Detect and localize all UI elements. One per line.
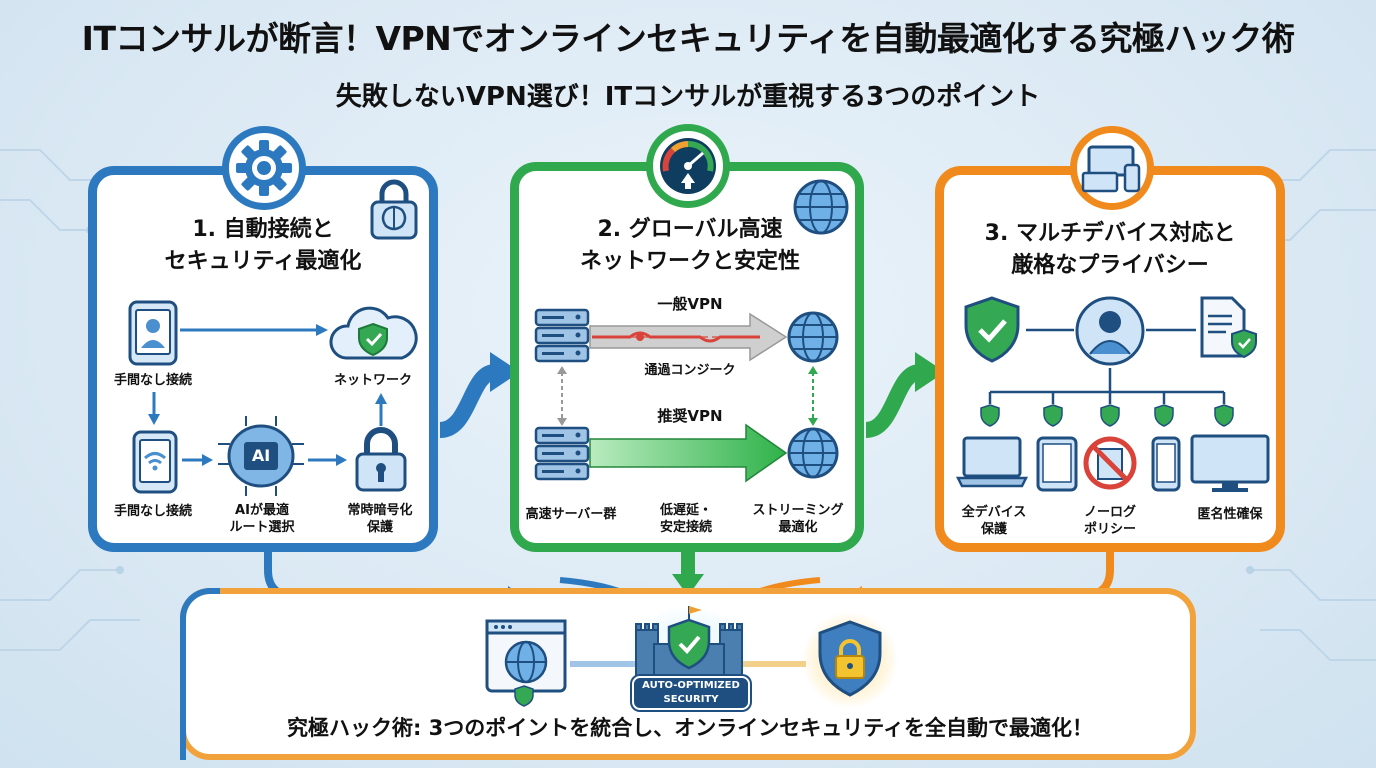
- label-all-devices-line1: 全デバイス: [961, 505, 1027, 520]
- label-no-log: ノーログ ポリシー: [1060, 504, 1160, 538]
- globe-icon: [787, 311, 839, 363]
- badge-line2: SECURITY: [663, 694, 719, 705]
- shield-check-icon: [964, 296, 1020, 363]
- label-low-latency-line1: 低遅延・: [659, 503, 712, 518]
- dashed-link-right: [808, 366, 818, 426]
- laptop-icon: [955, 436, 1029, 488]
- label-streaming-line1: ストリーミング: [752, 503, 844, 518]
- arrow-right: [308, 454, 347, 466]
- privacy-tree-lines: [988, 328, 1226, 404]
- label-streaming: ストリーミング 最適化: [738, 502, 858, 536]
- no-log-icon: [1083, 436, 1137, 490]
- label-no-log-line1: ノーログ: [1083, 505, 1136, 520]
- label-always-encrypted: 常時暗号化 保護: [330, 502, 430, 536]
- label-anonymity: 匿名性確保: [1197, 507, 1263, 522]
- page-subtitle: 失敗しないVPN選び！ITコンサルが重視する3つのポイント: [335, 82, 1041, 112]
- label-all-devices-line2: 保護: [980, 522, 1007, 537]
- label-ai-route-line2: ルート選択: [229, 520, 295, 535]
- server-icon: [534, 308, 590, 363]
- panel2-title-line2: ネットワークと安定性: [579, 249, 800, 274]
- arrow-up: [375, 393, 387, 426]
- cloud-shield-icon: [329, 306, 418, 360]
- dashed-link-left: [557, 366, 567, 426]
- document-shield-icon: [1200, 296, 1257, 359]
- smartphone-wifi-icon: [132, 430, 178, 494]
- badge-line1: AUTO-OPTIMIZED: [642, 680, 740, 691]
- panel3-title-line1: 3. マルチデバイス対応と: [984, 221, 1236, 246]
- panel3-title-line2: 厳格なプライバシー: [1011, 253, 1209, 278]
- label-general-vpn: 一般VPN: [657, 295, 723, 313]
- label-network: ネットワーク: [333, 373, 412, 388]
- glowing-shield-lock-icon: [802, 612, 898, 708]
- brain-lock-icon: [370, 179, 418, 240]
- monitor-icon: [1190, 434, 1270, 492]
- ai-chip-text: AI: [251, 446, 271, 465]
- congested-route-arrow: [589, 312, 788, 362]
- ai-brain-chip-icon: [218, 416, 304, 496]
- panel2-title-line1: 2. グローバル高速: [597, 217, 783, 242]
- label-easy-connect-bottom: 手間なし接続: [113, 504, 192, 519]
- small-shield-icons: [980, 404, 1234, 427]
- auto-optimized-badge: AUTO-OPTIMIZED SECURITY: [632, 676, 750, 710]
- page-title: ITコンサルが断言！VPNでオンラインセキュリティを自動最適化する究極ハック術: [81, 19, 1295, 58]
- browser-globe-icon: [485, 619, 567, 707]
- label-encrypted-line2: 保護: [366, 520, 393, 535]
- arrow-right: [182, 454, 213, 466]
- arrow-right: [180, 324, 328, 336]
- summary-text: 究極ハック術: 3つのポイントを統合し、オンラインセキュリティを全自動で最適化！: [286, 716, 1094, 740]
- label-no-log-line2: ポリシー: [1083, 522, 1136, 537]
- panel1-title: 1. 自動接続と セキュリティ最適化: [100, 214, 426, 278]
- tablet-icon: [1036, 436, 1078, 492]
- smartphone-icon: [1151, 436, 1181, 492]
- globe-icon: [793, 179, 849, 235]
- label-easy-connect-top: 手間なし接続: [113, 373, 192, 388]
- label-ai-route: AIが最適 ルート選択: [212, 502, 312, 536]
- devices-icon: [1081, 145, 1141, 193]
- label-low-latency: 低遅延・ 安定接続: [636, 502, 736, 536]
- globe-icon: [787, 427, 839, 479]
- server-icon: [534, 426, 590, 481]
- label-encrypted-line1: 常時暗号化: [347, 503, 413, 518]
- label-ai-route-line1: AIが最適: [235, 503, 289, 518]
- panel1-title-line1: 1. 自動接続と: [192, 217, 334, 242]
- padlock-icon: [355, 427, 407, 492]
- recommended-route-arrow: [589, 423, 788, 483]
- smartphone-user-icon: [128, 300, 178, 366]
- summary-panel-accent: [180, 588, 220, 760]
- devices-badge: [1070, 126, 1154, 210]
- label-fast-servers: 高速サーバー群: [525, 507, 617, 522]
- panel3-title: 3. マルチデバイス対応と 厳格なプライバシー: [945, 218, 1275, 282]
- gear-badge: [222, 126, 306, 210]
- speedometer-badge: [646, 124, 730, 208]
- panel2-title: 2. グローバル高速 ネットワークと安定性: [520, 214, 860, 278]
- label-streaming-line2: 最適化: [778, 520, 818, 535]
- speedometer-icon: [660, 138, 716, 194]
- gear-icon: [236, 140, 292, 196]
- panel1-title-line2: セキュリティ最適化: [164, 249, 362, 274]
- label-congestion: 通過コンジーク: [644, 363, 736, 378]
- label-low-latency-line2: 安定接続: [659, 520, 712, 535]
- label-all-devices: 全デバイス 保護: [946, 504, 1042, 538]
- user-avatar-icon: [1075, 296, 1145, 366]
- label-recommended-vpn: 推奨VPN: [657, 407, 723, 425]
- arrow-down: [148, 392, 160, 425]
